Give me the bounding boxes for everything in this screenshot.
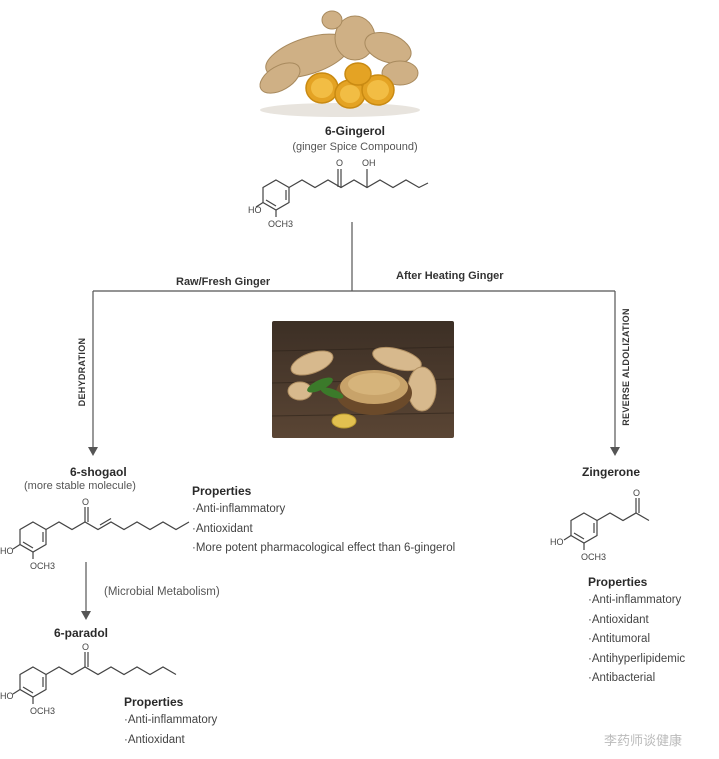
shogaol-och3-label: OCH3 (30, 561, 55, 571)
gingerol-o-label: O (336, 158, 343, 168)
shogaol-properties-list: Anti-inflammatory Antioxidant More poten… (192, 500, 455, 559)
gingerol-name: 6-Gingerol (324, 124, 385, 138)
reverse-aldolization-label: REVERSE ALDOLIZATION (621, 308, 631, 426)
shogaol-o-label: O (82, 497, 89, 507)
heated-ginger-label: After Heating Ginger (396, 270, 504, 282)
zingerone-ho-label: HO (550, 537, 564, 547)
shogaol-ho-label: HO (0, 546, 14, 556)
raw-ginger-photo (250, 8, 430, 120)
zingerone-och3-label: OCH3 (581, 552, 606, 562)
zingerone-properties-title: Properties (588, 575, 648, 589)
gingerol-subtitle: (ginger Spice Compound) (292, 141, 418, 153)
gingerol-ho-label: HO (248, 205, 262, 215)
paradol-properties-list: Anti-inflammatory Antioxidant (124, 711, 217, 750)
zingerone-properties: Properties Anti-inflammatory Antioxidant… (588, 575, 685, 689)
zingerone-structure: O HO OCH3 (550, 488, 650, 562)
gingerol-structure: O OH HO OCH3 (248, 158, 429, 229)
watermark: 李药师谈健康 (604, 733, 683, 748)
paradol-property: Antioxidant (124, 731, 217, 751)
paradol-properties: Properties Anti-inflammatory Antioxidant (124, 695, 217, 750)
zingerone-property: Antitumoral (588, 630, 685, 650)
paradol-name: 6-paradol (54, 626, 109, 640)
zingerone-properties-list: Anti-inflammatory Antioxidant Antitumora… (588, 591, 685, 689)
dehydration-label: DEHYDRATION (77, 337, 87, 407)
zingerone-property: Antibacterial (588, 669, 685, 689)
zingerone-property: Antihyperlipidemic (588, 650, 685, 670)
right-arrowhead (610, 447, 620, 456)
zingerone-property: Antioxidant (588, 611, 685, 631)
shogaol-properties-title: Properties (192, 484, 252, 498)
zingerone-o-label: O (633, 488, 640, 498)
shogaol-property: Antioxidant (192, 520, 455, 540)
shogaol-properties: Properties Anti-inflammatory Antioxidant… (192, 484, 455, 559)
shogaol-property: Anti-inflammatory (192, 500, 455, 520)
left-arrowhead (88, 447, 98, 456)
zingerone-name: Zingerone (582, 465, 641, 479)
paradol-ho-label: HO (0, 691, 14, 701)
shogaol-name: 6-shogaol (70, 465, 127, 479)
gingerol-oh-label: OH (362, 158, 376, 168)
paradol-properties-title: Properties (124, 695, 184, 709)
paradol-property: Anti-inflammatory (124, 711, 217, 731)
raw-ginger-label: Raw/Fresh Ginger (176, 276, 271, 288)
paradol-och3-label: OCH3 (30, 706, 55, 716)
ginger-powder-photo (272, 321, 454, 438)
shogaol-property: More potent pharmacological effect than … (192, 539, 455, 559)
microbial-metabolism-label: (Microbial Metabolism) (104, 586, 220, 598)
shogaol-subtitle: (more stable molecule) (24, 480, 136, 492)
zingerone-property: Anti-inflammatory (588, 591, 685, 611)
metabolism-arrowhead (81, 611, 91, 620)
paradol-structure: O HO OCH3 (0, 642, 177, 716)
shogaol-structure: O HO OCH3 (0, 497, 190, 571)
paradol-o-label: O (82, 642, 89, 652)
gingerol-och3-label: OCH3 (268, 219, 293, 229)
